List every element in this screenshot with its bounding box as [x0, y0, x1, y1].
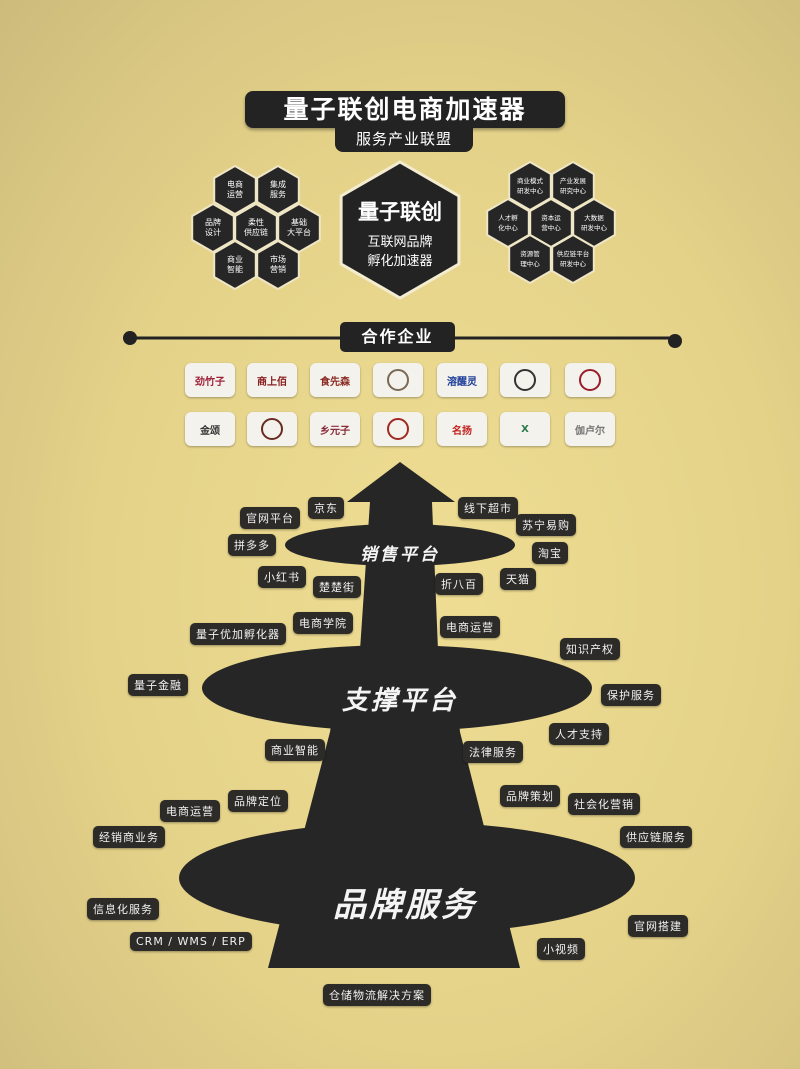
- left-hexagon: [213, 164, 257, 216]
- service-tag: 仓储物流解决方案: [323, 984, 431, 1006]
- service-tag: 淘宝: [532, 542, 568, 564]
- left-hex-label: 电商 运营: [227, 180, 243, 199]
- center-hex: 量子联创 互联网品牌 孵化加速器: [330, 196, 470, 269]
- left-hexagon: [256, 164, 300, 216]
- partner-logo: X: [500, 412, 550, 446]
- service-tag: 社会化营销: [568, 793, 640, 815]
- partner-logo: 劲竹子: [185, 363, 235, 397]
- service-tag: 信息化服务: [87, 898, 159, 920]
- right-hexagon: [551, 233, 595, 285]
- left-hex-label: 商业 智能: [227, 255, 243, 274]
- partners-heading: 合作企业: [340, 322, 455, 352]
- service-tag: CRM / WMS / ERP: [130, 932, 252, 951]
- center-hex-line1: 互联网品牌: [367, 235, 433, 250]
- service-tag: 拼多多: [228, 534, 276, 556]
- service-tag: 品牌策划: [500, 785, 560, 807]
- service-tag: 量子优加孵化器: [190, 623, 286, 645]
- divider-dot-right: [668, 334, 682, 348]
- center-hexagon: [339, 160, 461, 300]
- service-tag: 保护服务: [601, 684, 661, 706]
- ellipse-brand: [179, 822, 635, 934]
- partner-logo: 金颂: [185, 412, 235, 446]
- partner-logo: 乡元子: [310, 412, 360, 446]
- right-hex-label: 供应链平台 研发中心: [556, 250, 590, 268]
- service-tag: 品牌定位: [228, 790, 288, 812]
- partner-logo: [500, 363, 550, 397]
- center-hex-title: 量子联创: [358, 200, 442, 224]
- service-tag: 知识产权: [560, 638, 620, 660]
- page-subtitle: 服务产业联盟: [335, 126, 473, 152]
- service-tag: 经销商业务: [93, 826, 165, 848]
- right-hex-label: 产业发展 研究中心: [560, 177, 586, 195]
- left-hexagon: [256, 239, 300, 291]
- partner-logo: [373, 363, 423, 397]
- tier-support: 支撑平台: [341, 686, 458, 716]
- service-tag: 量子金融: [128, 674, 188, 696]
- service-tag: 小红书: [258, 566, 306, 588]
- page-title: 量子联创电商加速器: [245, 91, 565, 128]
- partner-logo: 溶醒灵: [437, 363, 487, 397]
- service-tag: 京东: [308, 497, 344, 519]
- service-tag: 电商运营: [440, 616, 500, 638]
- tier-brand: 品牌服务: [333, 885, 477, 924]
- service-tag: 法律服务: [463, 741, 523, 763]
- service-tag: 小视频: [537, 938, 585, 960]
- service-tag: 官网搭建: [628, 915, 688, 937]
- partner-logo: 食先森: [310, 363, 360, 397]
- partner-logo: [565, 363, 615, 397]
- left-hex-label: 品牌 设计: [205, 218, 221, 237]
- service-tag: 官网平台: [240, 507, 300, 529]
- left-hex-label: 柔性 供应链: [244, 218, 268, 237]
- service-tag: 折八百: [435, 573, 483, 595]
- service-tag: 楚楚街: [313, 576, 361, 598]
- service-tag: 人才支持: [549, 723, 609, 745]
- right-hexagon: [508, 233, 552, 285]
- partner-logo: 名扬: [437, 412, 487, 446]
- partner-logo: 商上佰: [247, 363, 297, 397]
- left-hex-label: 集成 服务: [270, 180, 286, 199]
- left-hex-label: 基础 大平台: [287, 218, 311, 237]
- service-tag: 苏宁易购: [516, 514, 576, 536]
- ellipse-support: [202, 645, 592, 731]
- left-hexagon: [213, 239, 257, 291]
- divider-dot-left: [123, 331, 137, 345]
- tier-sales: 销售平台: [360, 545, 440, 565]
- right-hex-label: 资源管 理中心: [520, 250, 540, 268]
- left-hexagon: [191, 202, 235, 254]
- service-tag: 天猫: [500, 568, 536, 590]
- left-hex-label: 市场 营销: [270, 255, 286, 274]
- service-tag: 电商学院: [293, 612, 353, 634]
- partner-logo: 伽卢尔: [565, 412, 615, 446]
- center-hex-line2: 孵化加速器: [367, 254, 433, 269]
- ellipse-sales: [285, 524, 515, 566]
- right-hex-label: 大数据 研发中心: [581, 214, 607, 232]
- service-tag: 供应链服务: [620, 826, 692, 848]
- right-hex-label: 人才孵 化中心: [498, 214, 518, 232]
- service-tag: 电商运营: [160, 800, 220, 822]
- right-hex-label: 资本运 营中心: [541, 214, 561, 232]
- service-tag: 商业智能: [265, 739, 325, 761]
- right-hexagon: [486, 197, 530, 249]
- partner-logo: [373, 412, 423, 446]
- right-hex-label: 商业模式 研发中心: [517, 177, 543, 195]
- service-tag: 线下超市: [458, 497, 518, 519]
- partner-logo: [247, 412, 297, 446]
- growth-arrow: [179, 462, 635, 968]
